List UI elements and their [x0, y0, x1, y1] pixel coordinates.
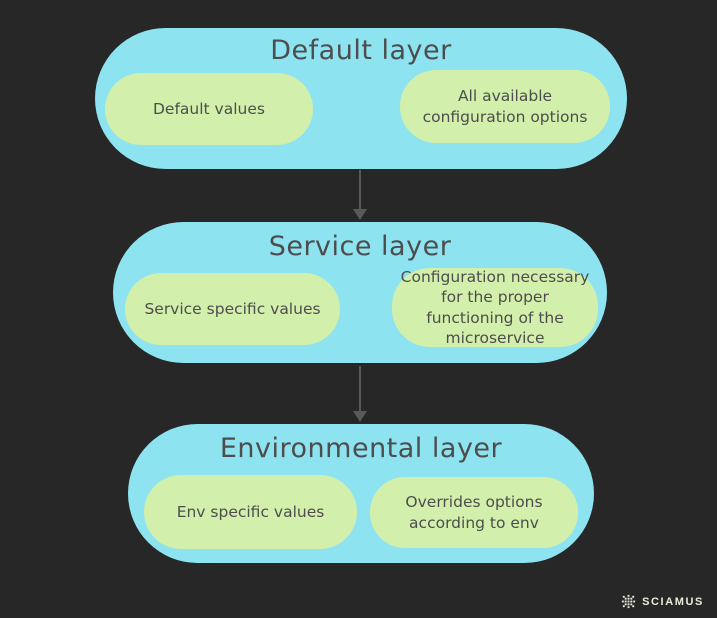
connector-arrow-service-to-environmental: [353, 366, 367, 422]
pill-label: Configuration necessary for the proper f…: [400, 268, 590, 347]
arrow-line: [359, 170, 361, 210]
pill-service-specific-values: Service specific values: [125, 273, 340, 345]
pill-configuration-necessary: Configuration necessary for the proper f…: [392, 268, 598, 347]
layer-environmental: Environmental layer Env specific values …: [128, 424, 594, 563]
pill-label: Overrides options according to env: [405, 493, 543, 532]
pill-all-available-config-options: All available configuration options: [400, 70, 610, 143]
layer-default-title: Default layer: [270, 35, 452, 66]
sciamus-logo: SCIAMUS: [620, 593, 704, 610]
pill-label: Service specific values: [144, 299, 321, 318]
arrow-down-icon: [353, 411, 367, 422]
connector-arrow-default-to-service: [353, 170, 367, 220]
layer-environmental-title: Environmental layer: [219, 433, 503, 464]
pill-env-specific-values: Env specific values: [144, 475, 357, 549]
layer-default: Default layer Default values All availab…: [95, 28, 627, 169]
layer-service: Service layer Service specific values Co…: [113, 222, 607, 363]
layer-service-title: Service layer: [268, 231, 452, 262]
arrow-line: [359, 366, 361, 412]
sciamus-burst-icon: [621, 594, 636, 609]
pill-default-values: Default values: [105, 73, 313, 145]
sciamus-logo-text: SCIAMUS: [642, 595, 704, 608]
pill-label: All available configuration options: [422, 87, 588, 126]
arrow-down-icon: [353, 209, 367, 220]
pill-label: Env specific values: [176, 502, 325, 521]
pill-overrides-options: Overrides options according to env: [370, 477, 578, 548]
pill-label: Default values: [153, 99, 265, 118]
